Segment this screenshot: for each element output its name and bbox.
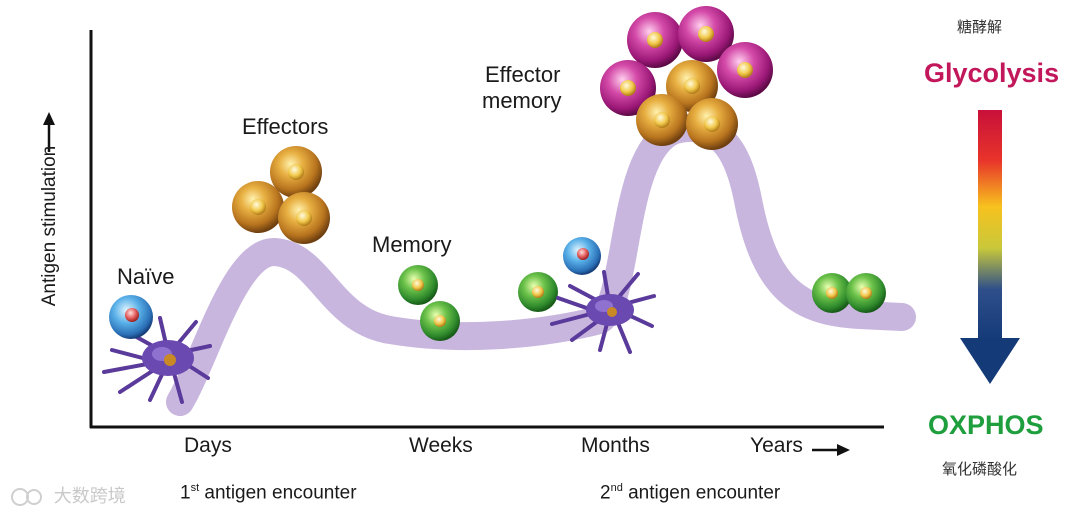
tick-years: Years <box>750 434 803 457</box>
tick-weeks: Weeks <box>409 434 473 457</box>
label-effectors: Effectors <box>242 114 329 139</box>
y-axis-arrowhead <box>43 112 55 125</box>
label-memory: Memory <box>372 232 452 257</box>
watermark-logo-icon <box>11 488 42 506</box>
x-axis-arrowhead <box>837 444 850 456</box>
oxphos-cn: 氧化磷酸化 <box>942 460 1018 478</box>
dendritic-cell-2 <box>550 270 656 354</box>
watermark-text: 大数跨境 <box>53 486 126 507</box>
effector-memory-cells <box>600 6 773 150</box>
memory-cells <box>398 265 460 341</box>
metabolism-arrow <box>960 110 1020 384</box>
glycolysis-label: Glycolysis <box>924 58 1060 88</box>
first-encounter: 1st antigen encounter <box>180 482 357 504</box>
watermark: 大数跨境 <box>8 482 126 508</box>
naive-cell <box>109 295 153 339</box>
tick-days: Days <box>184 434 232 457</box>
glycolysis-cn: 糖酵解 <box>957 18 1003 36</box>
memory-cell-second <box>518 272 558 312</box>
dendritic-cell-1 <box>102 316 212 404</box>
label-effector-memory-1: Effector <box>485 62 561 87</box>
second-encounter: 2nd antigen encounter <box>600 482 781 504</box>
y-axis-label: Antigen stimulation <box>39 145 60 307</box>
tick-months: Months <box>581 434 650 457</box>
naive-cell-second <box>563 237 601 275</box>
longterm-memory-cells <box>812 273 886 313</box>
effector-cells <box>232 146 330 244</box>
label-naive: Naïve <box>117 264 175 289</box>
label-effector-memory-2: memory <box>482 88 562 113</box>
oxphos-label: OXPHOS <box>928 410 1044 440</box>
